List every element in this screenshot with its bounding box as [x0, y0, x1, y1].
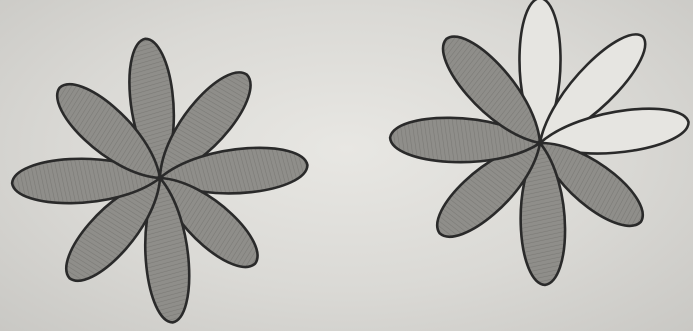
flower-center	[537, 140, 543, 146]
flower-right	[389, 0, 691, 286]
flower-left	[11, 37, 309, 325]
flower-center	[157, 175, 163, 181]
